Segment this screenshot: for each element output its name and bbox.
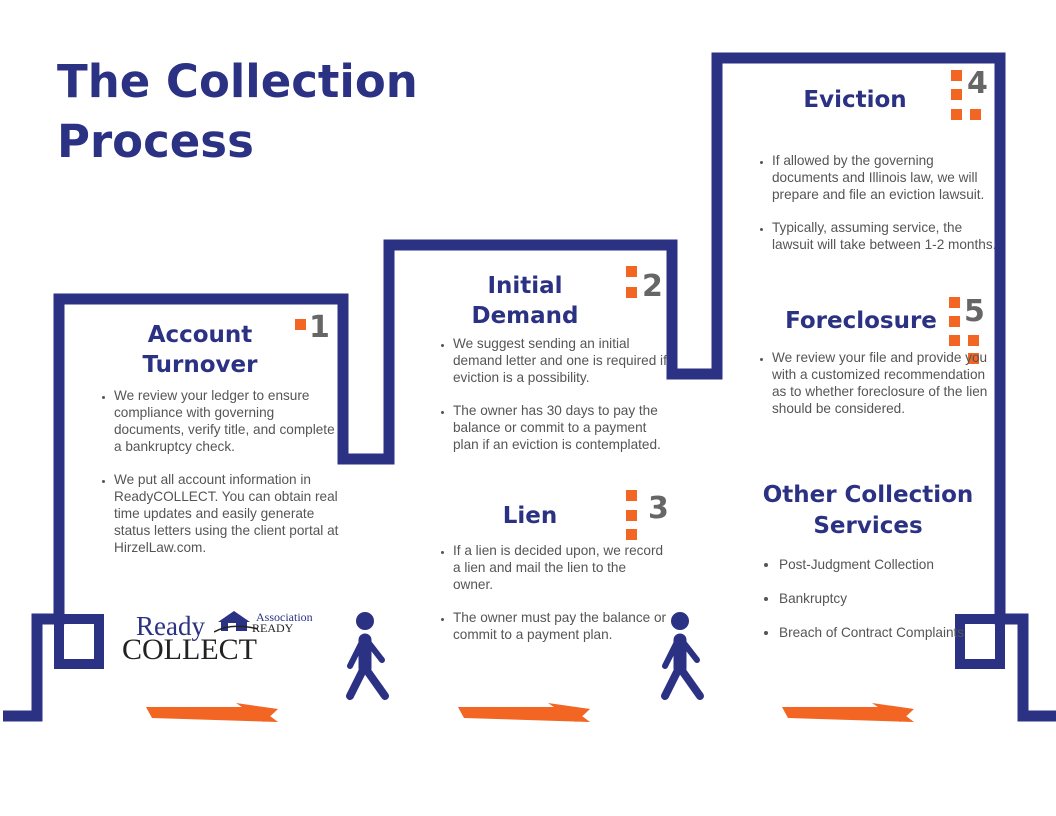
bullet-item: Typically, assuming service, the lawsuit… [772, 219, 997, 253]
logo-assoc-ready-text: READY [252, 621, 294, 635]
step-marker-icon [626, 266, 637, 298]
step-marker-icon [295, 319, 306, 330]
bullet-item: The owner has 30 days to pay the balance… [453, 402, 668, 453]
step-number: 3 [648, 491, 669, 526]
step-marker-icon [626, 490, 637, 540]
step-title: Account Turnover [142, 322, 258, 378]
bullet-item: We suggest sending an initial demand let… [453, 335, 668, 386]
house-icon [214, 611, 258, 633]
step-bullets: We review your ledger to ensure complian… [96, 387, 342, 572]
logo-association-text: Association [256, 610, 313, 624]
bullet-item: We put all account information in ReadyC… [114, 471, 342, 556]
bullet-item: We review your file and provide you with… [772, 349, 997, 417]
walking-person-icon [661, 612, 704, 700]
bullet-item: If a lien is decided upon, we record a l… [453, 542, 668, 593]
logo-ready-text: Ready [136, 611, 205, 641]
other-services-title: Other Collection Services [762, 482, 974, 539]
step-number: 1 [309, 310, 330, 345]
bullet-item: The owner must pay the balance or commit… [453, 609, 668, 643]
step-title: Lien [502, 503, 558, 529]
right-foot-square [955, 614, 1005, 669]
page-title: The Collection Process [57, 55, 418, 168]
service-item: Bankruptcy [779, 590, 999, 607]
logo-collect-text: COLLECT [122, 633, 257, 666]
walking-person-icon [346, 612, 389, 700]
left-foot-square [54, 614, 104, 669]
step-number: 4 [967, 66, 988, 101]
step-number: 5 [964, 294, 985, 329]
bullet-item: We review your ledger to ensure complian… [114, 387, 342, 455]
step-bullets: We suggest sending an initial demand let… [435, 335, 668, 469]
step-marker-icon [951, 70, 981, 120]
step-number: 2 [642, 269, 663, 304]
step-title: Initial Demand [471, 273, 579, 329]
step-bullets: If allowed by the governing documents an… [754, 152, 997, 269]
step-title: Eviction [803, 87, 907, 113]
step-bullets: We review your file and provide you with… [754, 349, 997, 433]
bullet-item: If allowed by the governing documents an… [772, 152, 997, 203]
orange-arrow-icon [146, 703, 278, 722]
step-bullets: If a lien is decided upon, we record a l… [435, 542, 668, 659]
step-marker-icon [949, 297, 979, 364]
service-item: Breach of Contract Complaints [779, 624, 999, 641]
other-services-list: Post-Judgment Collection Bankruptcy Brea… [761, 556, 999, 658]
step-title: Foreclosure [785, 308, 937, 334]
service-item: Post-Judgment Collection [779, 556, 999, 573]
readycollect-logo: Ready COLLECT Association READY [122, 606, 322, 666]
orange-arrow-icon [782, 703, 914, 722]
orange-arrow-icon [458, 703, 590, 722]
